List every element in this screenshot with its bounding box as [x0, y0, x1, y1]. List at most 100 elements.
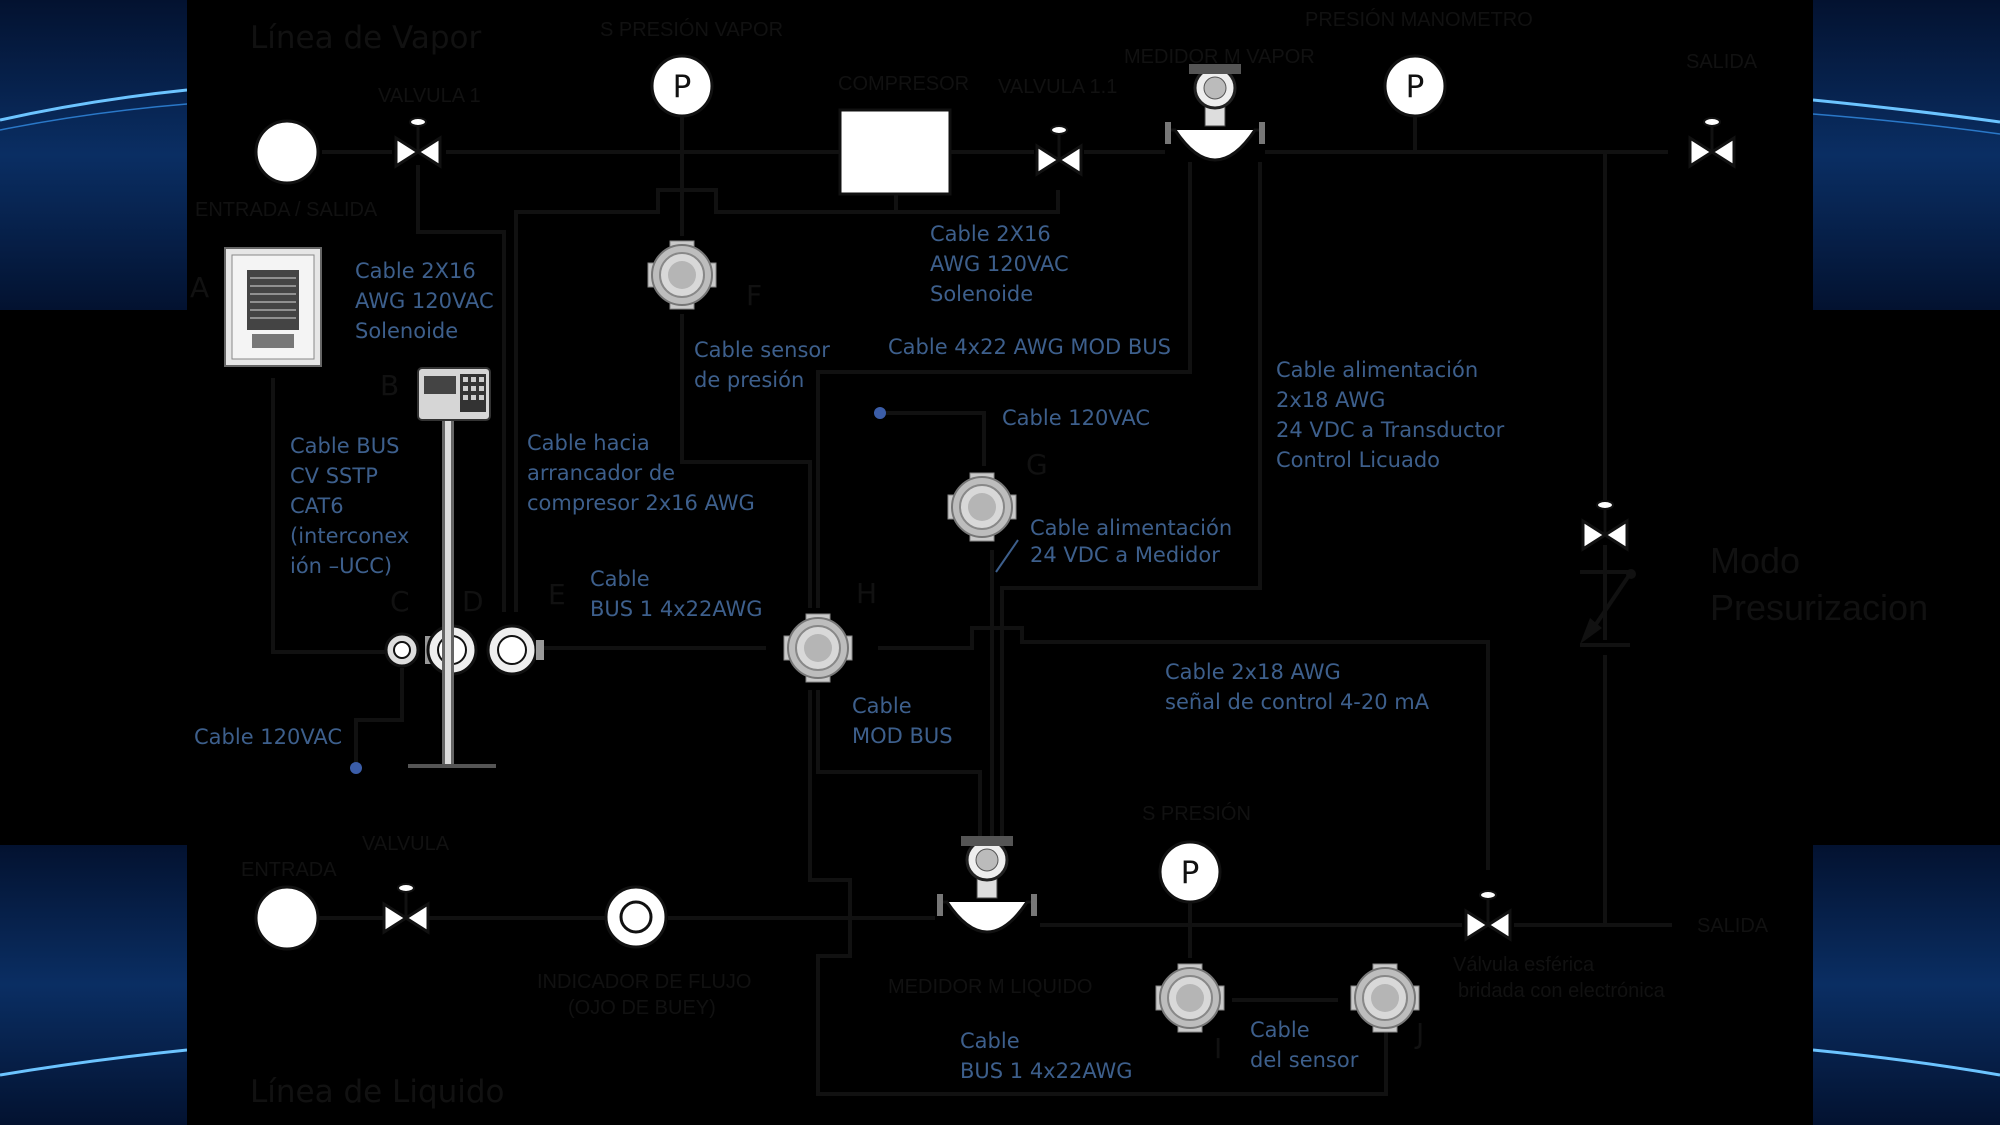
svg-text:P: P — [1406, 69, 1425, 105]
cable-solenoide-left-label: Cable 2X16 AWG 120VAC Solenoide — [355, 259, 494, 343]
svg-text:24 VDC a Transductor: 24 VDC a Transductor — [1276, 418, 1505, 442]
letter-c: C — [390, 585, 410, 618]
cable-arrancador-label: Cable hacia arrancador de compresor 2x16… — [527, 431, 755, 515]
s-presion-label: S PRESIÓN — [1142, 802, 1251, 825]
svg-text:compresor 2x16 AWG: compresor 2x16 AWG — [527, 491, 755, 515]
svg-text:Control Licuado: Control Licuado — [1276, 448, 1440, 472]
vapor-line-pipes — [322, 112, 1668, 925]
junction-box-j — [1350, 963, 1420, 1033]
svg-text:Cable hacia: Cable hacia — [527, 431, 650, 455]
svg-text:24 VDC a Medidor: 24 VDC a Medidor — [1030, 543, 1220, 567]
junction-box-i — [1155, 963, 1225, 1033]
svg-text:CV SSTP: CV SSTP — [290, 464, 378, 488]
liquid-mass-meter-icon — [935, 834, 1039, 934]
presion-manometro-label: PRESIÓN MANOMETRO — [1305, 8, 1533, 31]
svg-text:de presión: de presión — [694, 368, 804, 392]
svg-text:Cable 2X16: Cable 2X16 — [930, 222, 1051, 246]
cable-sensor-presion-label: Cable sensor de presión — [694, 338, 830, 392]
corner-panel-top-left — [0, 0, 187, 310]
svg-text:Cable alimentación: Cable alimentación — [1276, 358, 1478, 382]
control-cabinet-a — [224, 247, 322, 367]
svg-text:señal de control 4-20 mA: señal de control 4-20 mA — [1165, 690, 1430, 714]
cable-bus1-bottom-label: Cable BUS 1 4x22AWG — [960, 1029, 1133, 1083]
cable-solenoide-right-label: Cable 2X16 AWG 120VAC Solenoide — [930, 222, 1069, 306]
salida-bottom-label: SALIDA — [1697, 915, 1769, 937]
entrada-bottom-label: ENTRADA — [241, 859, 337, 881]
mode-title-line2: Presurizacion — [1710, 587, 1928, 628]
compressor-box — [838, 108, 952, 196]
svg-text:Cable sensor: Cable sensor — [694, 338, 830, 362]
svg-text:BUS 1 4x22AWG: BUS 1 4x22AWG — [960, 1059, 1133, 1083]
cable-bus-cv-label: Cable BUS CV SSTP CAT6 (interconex ión –… — [290, 434, 409, 578]
valve-1-icon[interactable] — [394, 116, 442, 168]
letter-g: G — [1026, 448, 1048, 481]
vapor-mass-meter-icon — [1163, 62, 1267, 162]
svg-text:Cable 2x18 AWG: Cable 2x18 AWG — [1165, 660, 1341, 684]
vapor-inlet-circle — [254, 119, 320, 185]
pressure-gauge-manometro: P — [1383, 54, 1447, 118]
flow-indicator-icon — [604, 885, 668, 949]
valvula-1-1-label: VALVULA 1.1 — [998, 76, 1117, 98]
liquid-line-title: Línea de Liquido — [250, 1074, 505, 1110]
letter-b: B — [380, 369, 399, 402]
cable-del-sensor-label: Cable del sensor — [1250, 1018, 1359, 1072]
svg-text:AWG 120VAC: AWG 120VAC — [930, 252, 1069, 276]
letter-e: E — [548, 578, 566, 611]
valvula-1-label: VALVULA 1 — [378, 85, 481, 107]
medidor-vapor-label: MEDIDOR M VAPOR — [1124, 46, 1315, 68]
svg-text:Cable 2X16: Cable 2X16 — [355, 259, 476, 283]
letter-i: I — [1214, 1032, 1222, 1065]
cable-bus1-e-label: Cable BUS 1 4x22AWG — [590, 567, 763, 621]
letter-d: D — [462, 585, 484, 618]
svg-text:BUS 1 4x22AWG: BUS 1 4x22AWG — [590, 597, 763, 621]
pressure-gauge-liquid: P — [1158, 840, 1222, 904]
cable-modbus-label: Cable 4x22 AWG MOD BUS — [888, 335, 1171, 359]
junction-box-f — [647, 240, 717, 310]
svg-text:P: P — [1181, 855, 1200, 891]
cables — [271, 112, 1490, 1096]
svg-text:Cable: Cable — [1250, 1018, 1310, 1042]
medidor-liquido-label: MEDIDOR M LIQUIDO — [888, 976, 1092, 998]
svg-text:Solenoide: Solenoide — [355, 319, 458, 343]
liquid-valve-icon[interactable] — [382, 882, 430, 934]
display-controller-b — [417, 367, 491, 421]
cable-120vac-left-label: Cable 120VAC — [194, 725, 342, 749]
valvula-esferica-line1: Válvula esférica — [1453, 954, 1595, 976]
svg-text:P: P — [673, 69, 692, 105]
svg-text:AWG 120VAC: AWG 120VAC — [355, 289, 494, 313]
vapor-line-title: Línea de Vapor — [250, 20, 481, 56]
letter-j: J — [1414, 1017, 1424, 1050]
ball-valve-icon[interactable] — [1464, 889, 1512, 941]
indicador-flujo-label: INDICADOR DE FLUJO — [537, 971, 751, 993]
cable-alimentacion-medidor-label: Cable alimentación 24 VDC a Medidor — [1030, 516, 1232, 567]
pressurization-valve-icon[interactable] — [1581, 499, 1629, 551]
cable-control-4-20-label: Cable 2x18 AWG señal de control 4-20 mA — [1165, 660, 1430, 714]
valve-1-1-icon[interactable] — [1035, 124, 1083, 176]
svg-text:Cable: Cable — [960, 1029, 1020, 1053]
pointer-arrow — [995, 539, 1019, 573]
vapor-outlet-valve-icon[interactable] — [1688, 116, 1736, 168]
svg-text:Cable: Cable — [590, 567, 650, 591]
compresor-label: COMPRESOR — [838, 73, 969, 95]
svg-text:Cable: Cable — [852, 694, 912, 718]
cable-terminal-dot — [350, 762, 362, 774]
letter-h: H — [856, 577, 877, 610]
valvula-bottom-label: VALVULA — [362, 833, 450, 855]
svg-text:del sensor: del sensor — [1250, 1048, 1359, 1072]
svg-text:MOD BUS: MOD BUS — [852, 724, 953, 748]
junction-box-c — [384, 632, 420, 668]
svg-text:arrancador de: arrancador de — [527, 461, 675, 485]
svg-text:Solenoide: Solenoide — [930, 282, 1033, 306]
cable-alimentacion-transductor-label: Cable alimentación 2x18 AWG 24 VDC a Tra… — [1276, 358, 1505, 472]
ojo-de-buey-label: (OJO DE BUEY) — [568, 997, 716, 1019]
junction-box-e — [486, 624, 544, 676]
pressure-gauge-vapor: P — [650, 54, 714, 118]
svg-text:2x18 AWG: 2x18 AWG — [1276, 388, 1385, 412]
corner-panel-top-right — [1813, 0, 2000, 310]
display-stand — [408, 420, 496, 768]
cable-120vac-g-label: Cable 120VAC — [1002, 406, 1150, 430]
valvula-esferica-line2: bridada con electrónica — [1458, 980, 1666, 1002]
check-valve-icon — [1580, 569, 1636, 647]
